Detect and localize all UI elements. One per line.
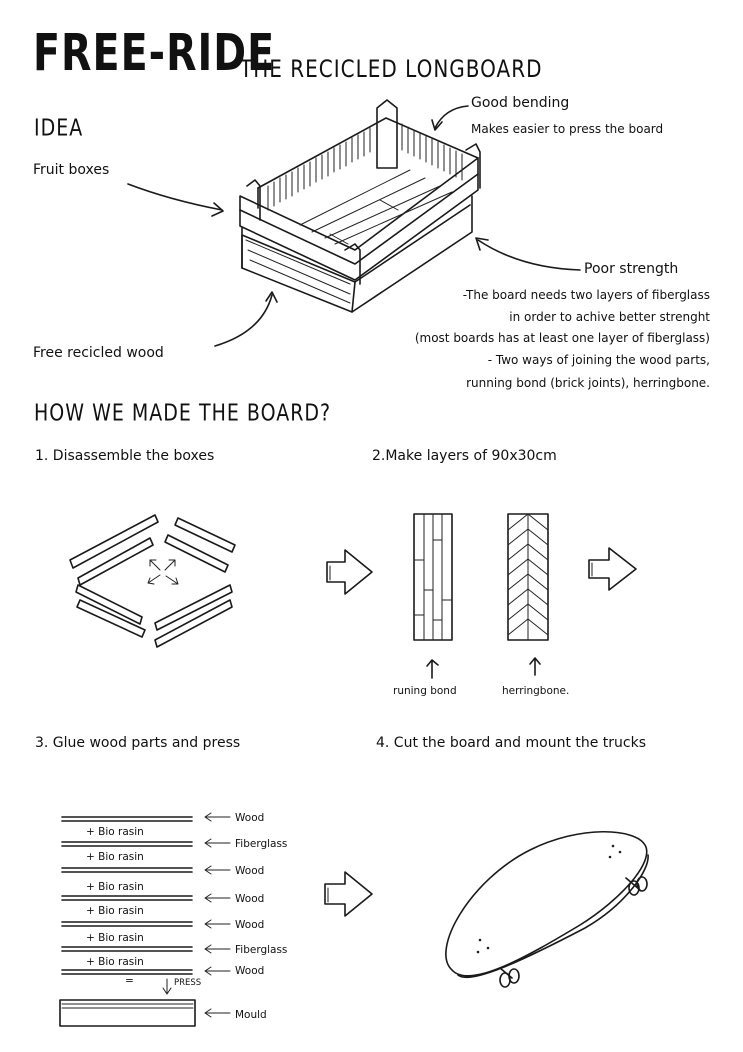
herringbone-pointer (529, 657, 541, 676)
bio-rasin-2: + Bio rasin (86, 851, 144, 863)
bio-rasin-5: + Bio rasin (86, 932, 144, 944)
poor-strength-line-1: -The board needs two layers of fiberglas… (462, 288, 710, 302)
longboard-drawing (445, 830, 649, 988)
good-bending-arrow (434, 105, 469, 129)
idea-heading: IDEA (34, 115, 84, 142)
press-label: PRESS (174, 978, 202, 988)
running-bond-drawing (413, 513, 453, 641)
good-bending-title: Good bending (471, 95, 570, 111)
disassembled-boxes-drawing (69, 514, 236, 648)
poor-strength-arrow (477, 239, 581, 271)
fruit-boxes-arrow (127, 183, 223, 211)
block-arrow-3 (324, 871, 373, 917)
herringbone-drawing (507, 513, 549, 641)
block-arrow-1 (326, 549, 373, 595)
page-subtitle: THE RECICLED LONGBOARD (240, 54, 543, 83)
step-3-title: 3. Glue wood parts and press (35, 735, 241, 751)
poor-strength-line-4: - Two ways of joining the wood parts, (487, 353, 710, 367)
running-bond-label: runing bond (393, 685, 457, 697)
how-heading: HOW WE MADE THE BOARD? (34, 400, 332, 427)
poor-strength-line-3: (most boards has at least one layer of f… (414, 331, 710, 345)
bio-rasin-3: + Bio rasin (86, 881, 144, 893)
free-wood-label: Free recicled wood (33, 345, 164, 361)
poor-strength-line-5: running bond (brick joints), herringbone… (466, 376, 710, 390)
bio-rasin-6: + Bio rasin (86, 956, 144, 968)
bio-rasin-1: + Bio rasin (86, 826, 144, 838)
layer-label-7: Wood (235, 965, 265, 977)
layer-stack-drawing (59, 812, 231, 1027)
layer-label-6: Fiberglass (235, 944, 288, 956)
layer-label-5: Wood (235, 919, 265, 931)
step-1-title: 1. Disassemble the boxes (35, 448, 215, 464)
step-2-title: 2.Make layers of 90x30cm (372, 448, 557, 464)
equals-sign: = (125, 975, 134, 987)
good-bending-text: Makes easier to press the board (471, 122, 664, 136)
fruit-boxes-label: Fruit boxes (33, 162, 110, 178)
fruit-box-drawing (239, 99, 481, 313)
page-title: FREE-RIDE (33, 24, 276, 83)
bio-rasin-4: + Bio rasin (86, 905, 144, 917)
poor-strength-line-2: in order to achive better strenght (509, 310, 710, 324)
poor-strength-title: Poor strength (584, 261, 679, 277)
layer-label-3: Wood (235, 865, 265, 877)
block-arrow-2 (588, 547, 637, 591)
layer-label-1: Wood (235, 812, 265, 824)
herringbone-label: herringbone. (502, 685, 570, 697)
running-bond-pointer (426, 659, 439, 679)
free-wood-arrow (214, 294, 273, 347)
layer-label-2: Fiberglass (235, 838, 288, 850)
mould-label: Mould (235, 1009, 267, 1021)
step-4-title: 4. Cut the board and mount the trucks (376, 735, 647, 751)
layer-label-4: Wood (235, 893, 265, 905)
